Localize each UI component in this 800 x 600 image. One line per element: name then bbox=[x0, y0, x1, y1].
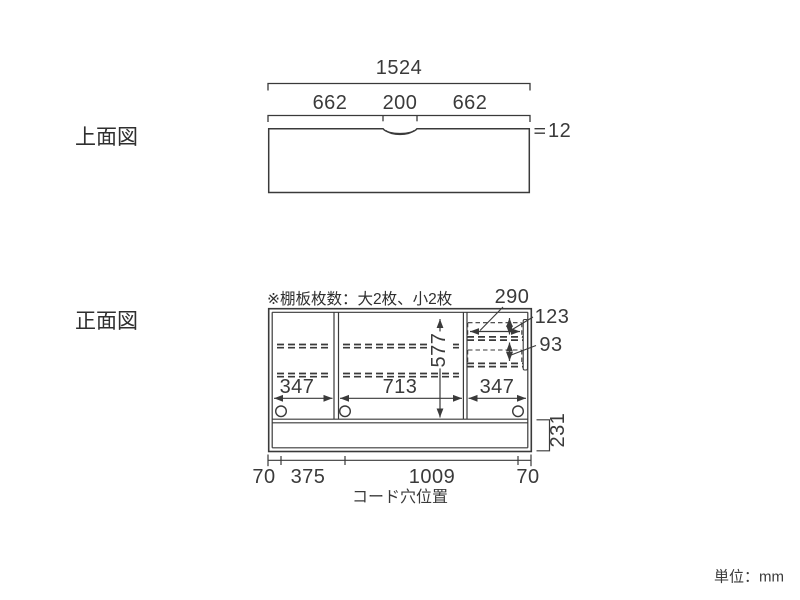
dim-base-height: 231 bbox=[547, 412, 569, 448]
base-height-bracket bbox=[536, 419, 551, 452]
front-view-drawing bbox=[267, 306, 551, 467]
dim-center-bay-width: 713 bbox=[382, 376, 418, 398]
top-view-title: 上面図 bbox=[75, 126, 138, 149]
cord-holes bbox=[275, 405, 525, 418]
shelf-count-note: ※棚板枚数：大2枚、小2枚 bbox=[267, 291, 453, 308]
dim-cord-center-pitch: 1009 bbox=[408, 466, 456, 488]
dim-inner-height: 577 bbox=[428, 331, 450, 369]
cord-hole-position-label: コード穴位置 bbox=[351, 489, 449, 506]
dim-right-bay-width: 347 bbox=[479, 376, 515, 398]
dim-cord-left-pitch: 375 bbox=[290, 466, 326, 488]
dim-cord-right-edge: 70 bbox=[516, 466, 540, 488]
front-view-title: 正面図 bbox=[75, 310, 138, 333]
dim-total-width: 1524 bbox=[375, 57, 423, 79]
dim-cord-left-edge: 70 bbox=[252, 466, 276, 488]
dim-upper-gap: 123 bbox=[534, 306, 570, 328]
dim-left-bay-width: 347 bbox=[279, 376, 315, 398]
dim-right-section: 662 bbox=[452, 92, 488, 114]
dimension-arrows bbox=[274, 306, 537, 418]
dim-left-section: 662 bbox=[312, 92, 348, 114]
small-shelf-dashes bbox=[467, 318, 529, 371]
unit-label: 単位：mm bbox=[714, 568, 784, 586]
dim-notch-width: 200 bbox=[382, 92, 418, 114]
dim-lower-gap: 93 bbox=[539, 334, 563, 356]
top-view-drawing bbox=[267, 82, 545, 194]
cord-position-dim-line bbox=[267, 454, 532, 467]
dim-small-shelf-width: 290 bbox=[494, 286, 530, 308]
dim-panel-thickness: 12 bbox=[548, 119, 572, 142]
large-shelf-dashes bbox=[277, 343, 459, 378]
